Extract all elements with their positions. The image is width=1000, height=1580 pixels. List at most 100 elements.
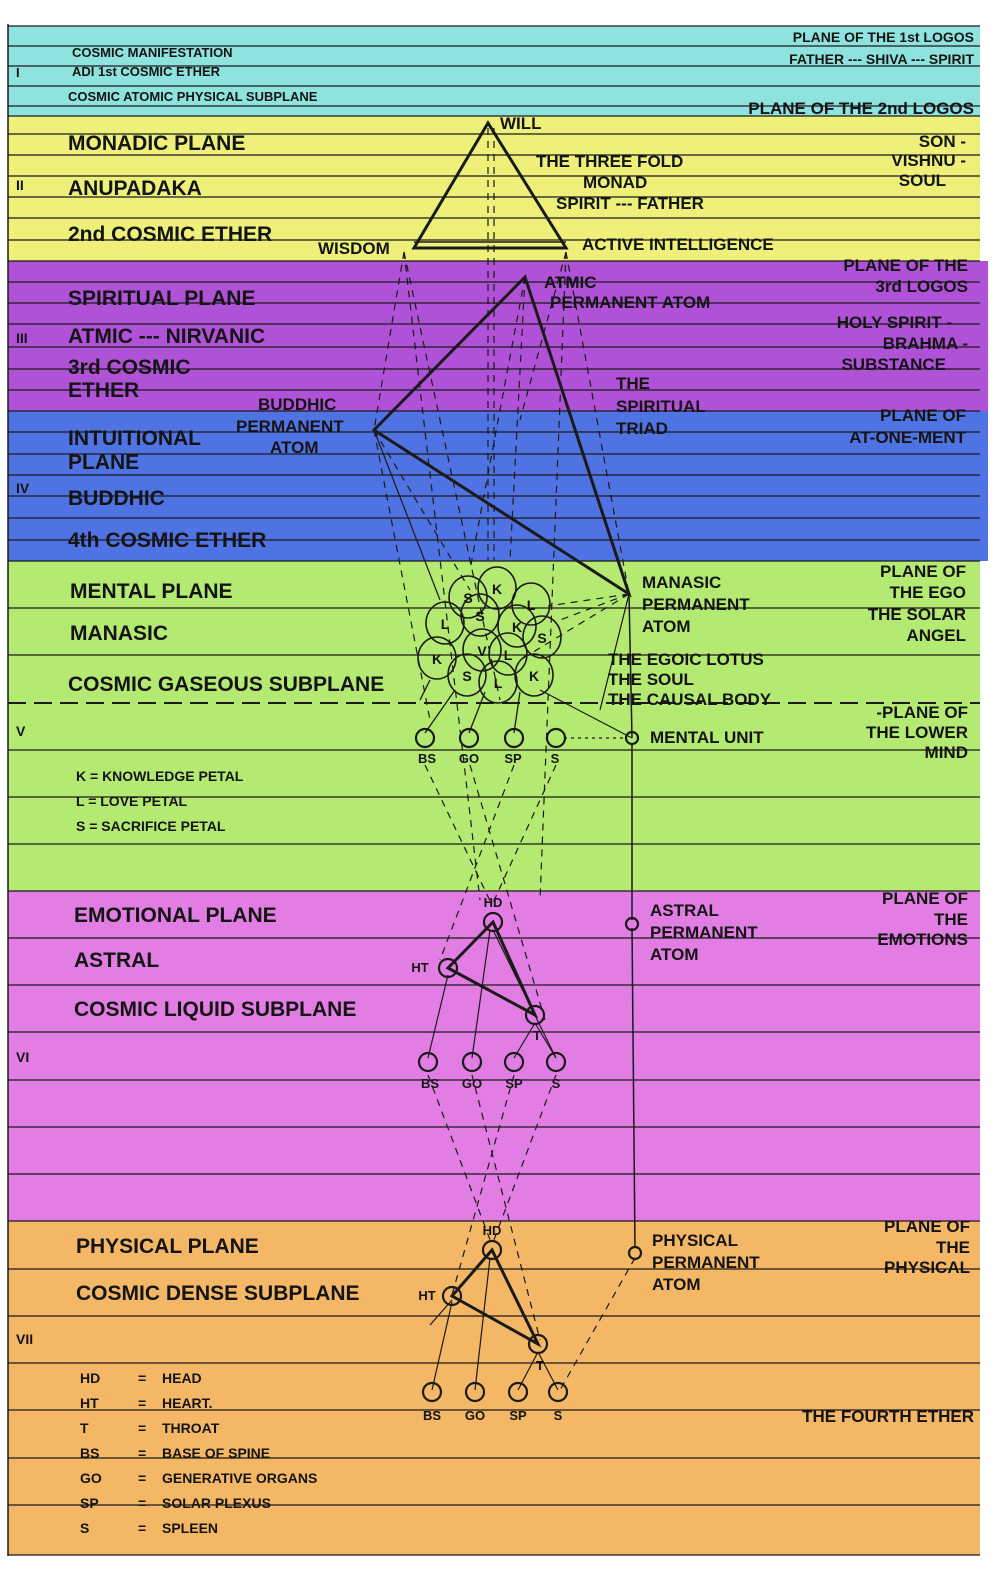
- atmic-label: ATMIC: [544, 273, 597, 292]
- 2nd-cosmic-ether-label: 2nd COSMIC ETHER: [68, 223, 272, 246]
- three-fold-label: THE THREE FOLD: [536, 152, 683, 171]
- x5: [403, 251, 481, 901]
- x6: [539, 251, 567, 901]
- key-k-label: K = KNOWLEDGE PETAL: [76, 768, 244, 784]
- center-abbrev-label: GO: [462, 1076, 482, 1091]
- dash-t2: [373, 429, 471, 591]
- dash-m6: [469, 276, 526, 571]
- center-circle: [545, 1051, 567, 1073]
- dash-m3: [373, 251, 405, 431]
- x4: [439, 764, 515, 961]
- legend-s-key: S: [80, 1520, 89, 1536]
- ego-label-1: PLANE OF: [880, 562, 966, 581]
- lotus-petal-letter: L: [527, 597, 536, 613]
- band-logos-1: [8, 26, 980, 116]
- center-circle: [437, 957, 459, 979]
- lotus-petal-letter: S: [475, 608, 484, 624]
- band-mental: [8, 561, 980, 891]
- a2: [471, 929, 491, 1059]
- intuitional-plane-label: PLANE: [68, 451, 139, 474]
- roman-v: V: [16, 723, 26, 739]
- physical-atom-label-2: PERMANENT: [652, 1253, 760, 1272]
- atmic-nirvanic-label: ATMIC --- NIRVANIC: [68, 325, 265, 348]
- buddhic-atom-label-3: ATOM: [270, 438, 318, 457]
- center-circle: [464, 1381, 486, 1403]
- dash-m2: [519, 251, 567, 421]
- center-circle: [481, 1239, 503, 1261]
- legend-hd-key: HD: [80, 1370, 100, 1386]
- plane-2nd-logos-label: PLANE OF THE 2nd LOGOS: [748, 99, 974, 118]
- manasic-atom-label-3: ATOM: [642, 617, 690, 636]
- legend-s-eq: =: [138, 1520, 146, 1536]
- center-circle: [507, 1381, 529, 1403]
- lotus-label-3: THE CAUSAL BODY: [608, 690, 772, 709]
- mental-plane-label: MENTAL PLANE: [70, 580, 233, 603]
- cosmic-manifestation-label: COSMIC MANIFESTATION: [72, 45, 233, 60]
- l1: [424, 689, 456, 734]
- lotus-petal-letter: V: [477, 643, 487, 659]
- anupadaka-label: ANUPADAKA: [68, 177, 202, 200]
- lotus-petal-letter: S: [537, 630, 546, 646]
- dash-t1: [373, 429, 431, 721]
- physical-atom-label-1: PHYSICAL: [652, 1231, 738, 1250]
- lower-mind-label-3: MIND: [925, 743, 968, 762]
- center-abbrev-label: T: [536, 1358, 544, 1373]
- dash-m5: [509, 276, 526, 561]
- lotus-petal: [511, 582, 551, 626]
- 3rd-cosmic-ether-label-2: ETHER: [68, 379, 139, 402]
- atmic-permanent-atom-label: PERMANENT ATOM: [550, 293, 710, 312]
- roman-iv: IV: [16, 480, 30, 496]
- roman-i: I: [16, 65, 20, 80]
- l3: [513, 691, 521, 734]
- center-abbrev-label: T: [533, 1028, 541, 1043]
- will-label: WILL: [500, 114, 542, 133]
- y1: [427, 1074, 493, 1246]
- dash-m1: [403, 251, 501, 701]
- p2: [474, 1257, 491, 1391]
- center-abbrev-label: SP: [505, 1076, 523, 1091]
- legend-s-value: SPLEEN: [162, 1520, 218, 1536]
- vishnu-label: VISHNU -: [891, 151, 966, 170]
- center-circle: [441, 1285, 463, 1307]
- p1: [431, 1301, 453, 1391]
- legend-hd-eq: =: [138, 1370, 146, 1386]
- plane-bands: [8, 26, 988, 1555]
- center-circle: [624, 730, 640, 746]
- legend-bs-value: BASE OF SPINE: [162, 1445, 270, 1461]
- key-s-label: S = SACRIFICE PETAL: [76, 818, 226, 834]
- emotional-plane-label: EMOTIONAL PLANE: [74, 904, 277, 927]
- cosmic-gaseous-label: COSMIC GASEOUS SUBPLANE: [68, 673, 384, 696]
- center-abbrev-label: SP: [504, 751, 522, 766]
- center-abbrev-label: S: [554, 1408, 563, 1423]
- plane-1st-logos-label: PLANE OF THE 1st LOGOS: [793, 29, 974, 45]
- legend-ht-eq: =: [138, 1395, 146, 1411]
- plane-3rd-logos-label-1: PLANE OF THE: [843, 256, 968, 275]
- father-shiva-spirit-label: FATHER --- SHIVA --- SPIRIT: [789, 51, 974, 67]
- 3rd-cosmic-ether-label-1: 3rd COSMIC: [68, 356, 191, 379]
- lotus-petal-letter: L: [494, 675, 503, 691]
- physical-triangle: [449, 1247, 542, 1348]
- buddhic-atom-label-1: BUDDHIC: [258, 395, 336, 414]
- center-circle: [503, 1051, 525, 1073]
- center-circle: [417, 1051, 439, 1073]
- legend-sp-value: SOLAR PLEXUS: [162, 1495, 271, 1511]
- center-abbrev-label: BS: [421, 1076, 439, 1091]
- labels: COSMIC MANIFESTATION ADI 1st COSMIC ETHE…: [16, 29, 974, 1536]
- lower-mind-label-1: -PLANE OF: [876, 703, 968, 722]
- monad-label: MONAD: [583, 173, 647, 192]
- roman-ii: II: [16, 177, 24, 193]
- cosmic-liquid-label: COSMIC LIQUID SUBPLANE: [74, 998, 356, 1021]
- a5: [492, 929, 557, 1059]
- holy-spirit-label: HOLY SPIRIT -: [837, 313, 952, 332]
- band-buddhic: [8, 411, 988, 561]
- astral-label: ASTRAL: [74, 949, 159, 972]
- legend-go-value: GENERATIVE ORGANS: [162, 1470, 317, 1486]
- center-abbrev-label: BS: [423, 1408, 441, 1423]
- legend-sp-eq: =: [138, 1495, 146, 1511]
- center-abbrev-label: HT: [418, 1288, 435, 1303]
- lotus-label-1: THE EGOIC LOTUS: [608, 650, 764, 669]
- buddhic-atom-label-2: PERMANENT: [236, 417, 344, 436]
- lotus-petal: [477, 566, 517, 610]
- center-circle: [461, 1051, 483, 1073]
